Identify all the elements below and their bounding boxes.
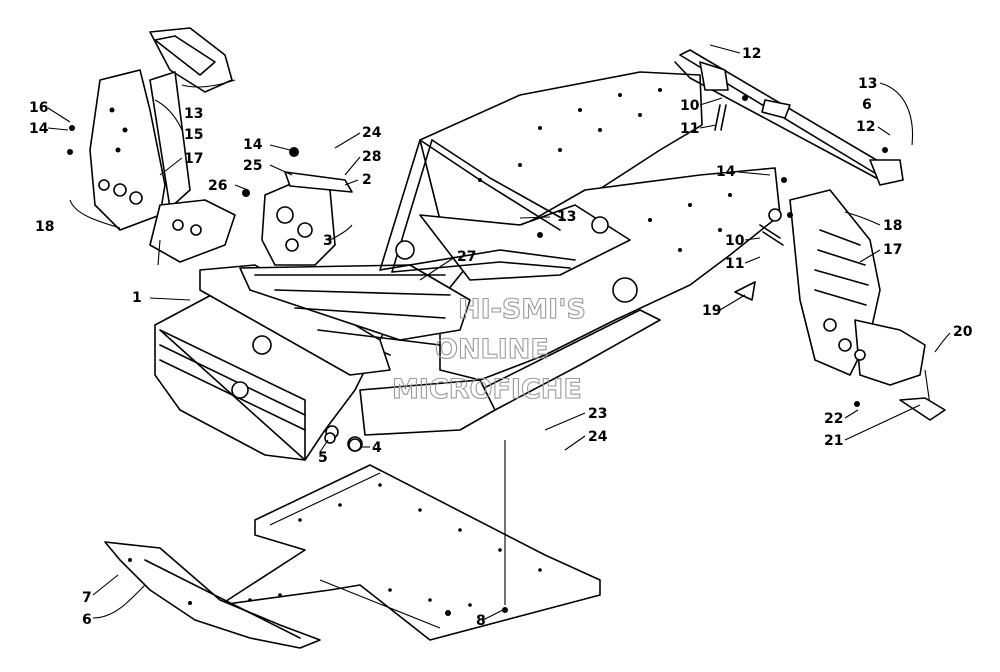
callout-15: 15 — [184, 127, 203, 143]
belly-pan — [219, 464, 601, 641]
steering-post-support — [242, 147, 353, 266]
callout-17-right: 17 — [883, 242, 902, 258]
callout-18-right: 18 — [883, 218, 902, 234]
callout-27: 27 — [457, 249, 476, 265]
main-chassis-tunnel — [154, 71, 781, 461]
callout-5: 5 — [318, 450, 328, 466]
watermark-line-1: HI-SMI'S — [458, 294, 586, 325]
callout-26: 26 — [208, 178, 227, 194]
callout-24-top: 24 — [362, 125, 382, 141]
leader-lines — [47, 44, 951, 621]
callout-19: 19 — [702, 303, 721, 319]
callout-10-top: 10 — [680, 98, 700, 114]
callout-13-center: 13 — [557, 209, 576, 225]
callout-28: 28 — [362, 149, 381, 165]
callout-17-left: 17 — [184, 151, 203, 167]
callout-21: 21 — [824, 433, 843, 449]
callout-13-topleft: 13 — [184, 106, 203, 122]
watermark-line-3: MICROFICHE — [392, 374, 582, 405]
callout-6-bottom: 6 — [82, 612, 92, 628]
right-steering-bracket — [781, 177, 946, 421]
watermark: HI-SMI'S ONLINE MICROFICHE — [391, 293, 586, 405]
callout-14-right: 14 — [716, 164, 736, 180]
callout-11-top: 11 — [680, 121, 699, 137]
callout-22: 22 — [824, 411, 843, 427]
callout-10-mid: 10 — [725, 233, 745, 249]
callout-16-left: 16 — [29, 100, 48, 116]
callout-20: 20 — [953, 324, 973, 340]
callout-12-top: 12 — [742, 46, 761, 62]
callout-25: 25 — [243, 158, 262, 174]
callout-18-left: 18 — [35, 219, 54, 235]
callout-14-center: 14 — [243, 137, 263, 153]
callout-24-bottom: 24 — [588, 429, 608, 445]
watermark-line-2: ONLINE — [435, 334, 549, 365]
steering-post-tube — [674, 49, 904, 186]
hardware — [324, 432, 508, 616]
callout-1: 1 — [132, 290, 142, 306]
left-steering-bracket — [67, 27, 236, 266]
callout-11-mid: 11 — [725, 256, 744, 272]
callout-8: 8 — [476, 613, 486, 629]
callout-3: 3 — [323, 233, 333, 249]
callout-12-right: 12 — [856, 119, 875, 135]
callout-7: 7 — [82, 590, 92, 606]
callout-2: 2 — [362, 172, 372, 188]
callout-labels: 16 14 13 15 17 26 18 14 25 24 28 2 3 13 … — [29, 46, 973, 629]
callout-6-right: 6 — [862, 97, 872, 113]
callout-13-right: 13 — [858, 76, 877, 92]
callout-14-left: 14 — [29, 121, 49, 137]
callout-4: 4 — [372, 440, 382, 456]
mid-right-springs — [734, 208, 784, 301]
callout-23: 23 — [588, 406, 607, 422]
front-skid-plate — [104, 541, 321, 649]
